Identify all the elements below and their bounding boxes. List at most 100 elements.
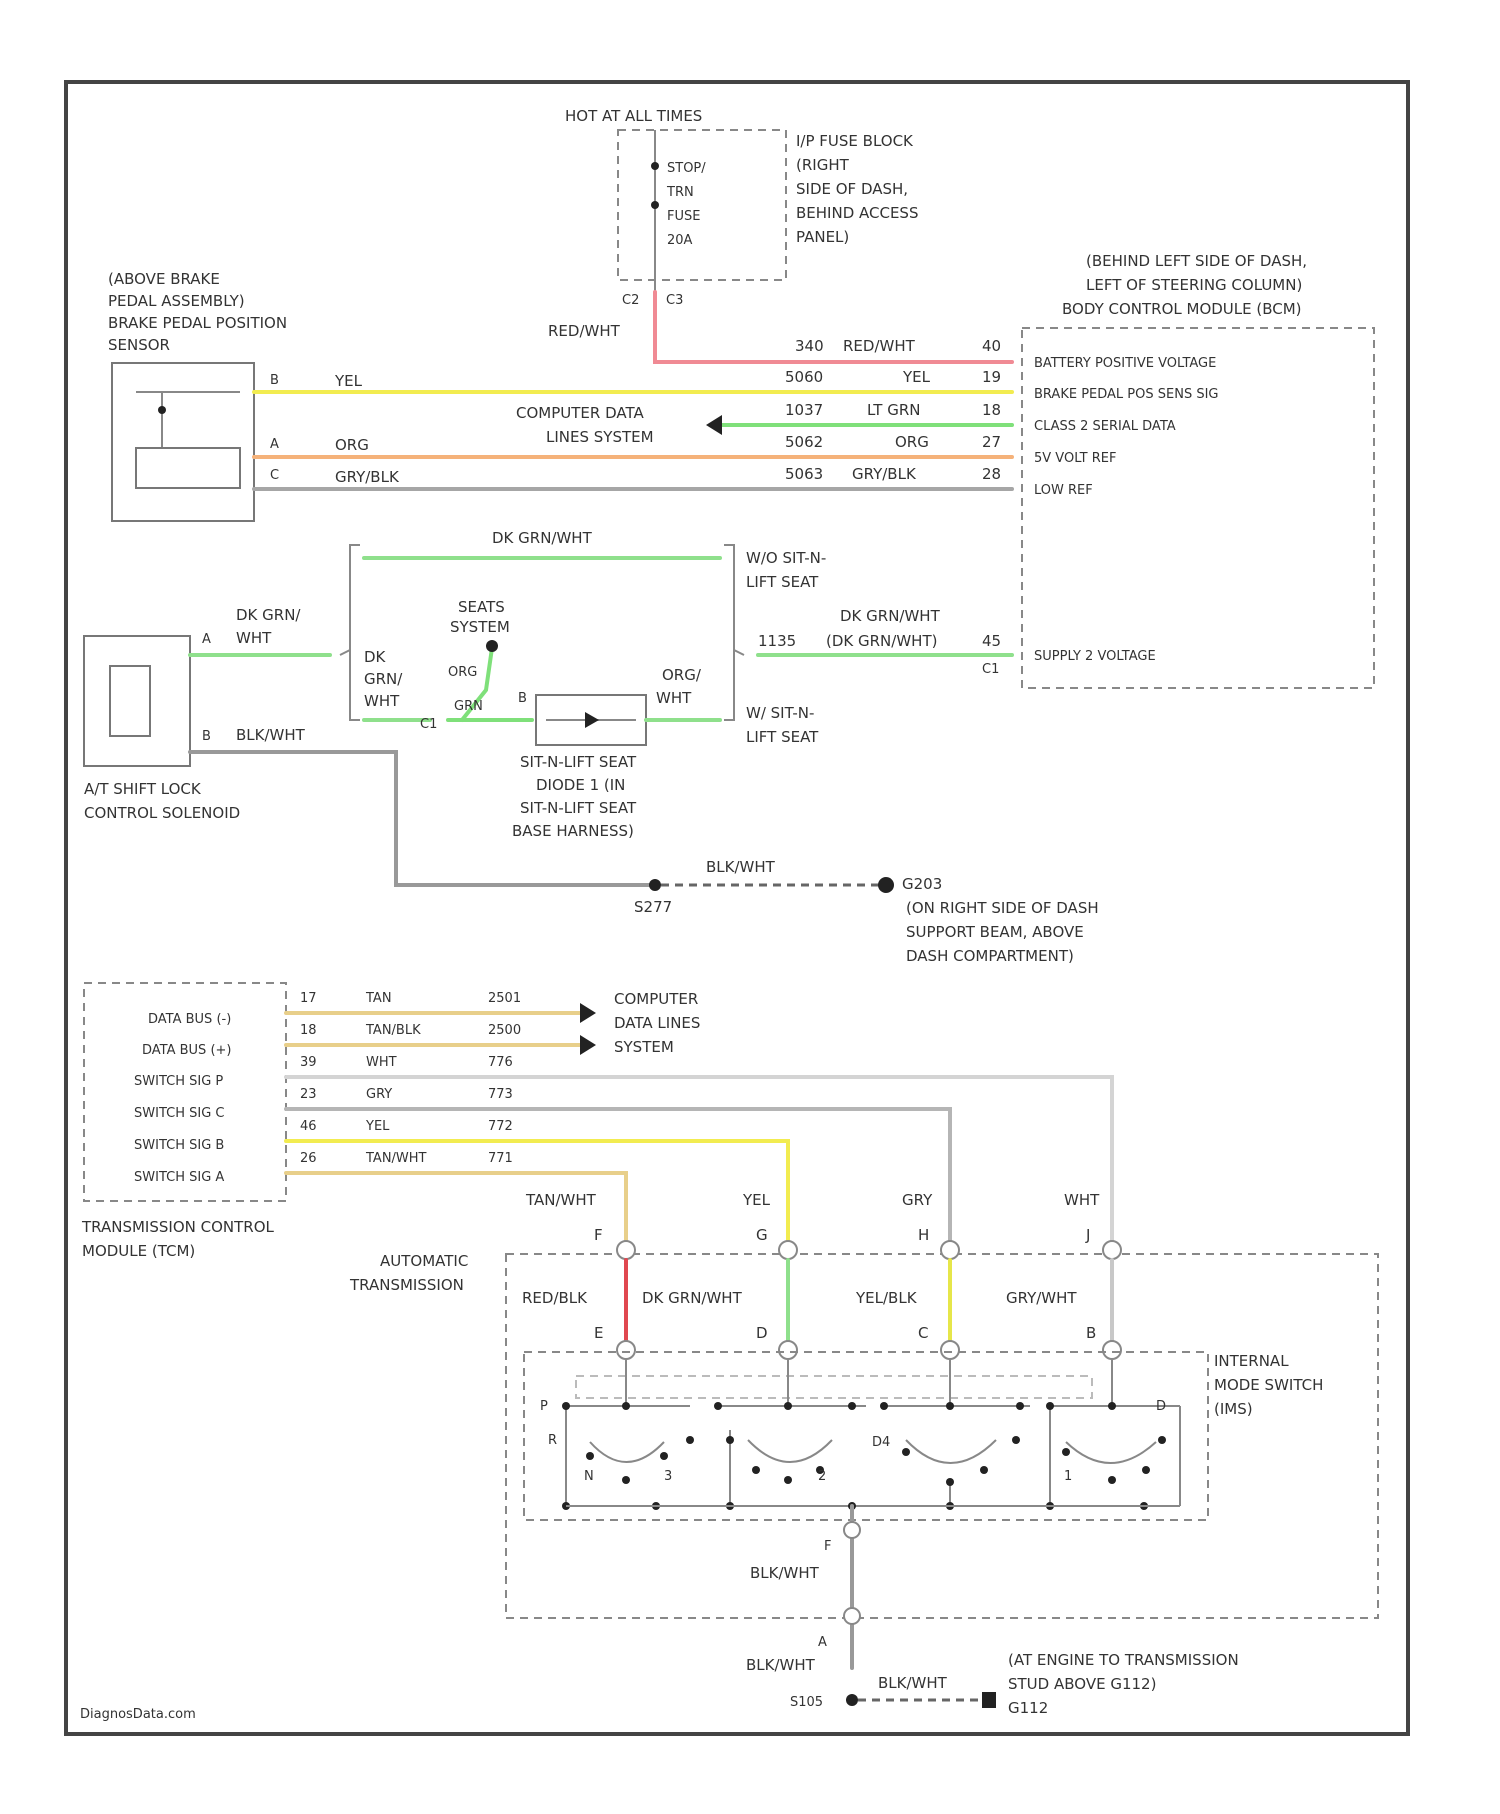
bcm-label-4: LOW REF xyxy=(1034,483,1093,498)
transmission-control-module: DATA BUS (-) DATA BUS (+) SWITCH SIG P S… xyxy=(81,983,286,1260)
trans-int-wire-0: RED/BLK xyxy=(522,1289,588,1307)
trans-int-wire-3: GRY/WHT xyxy=(1006,1289,1077,1307)
branch-c1: C1 xyxy=(420,717,437,732)
bcm-header-3: BODY CONTROL MODULE (BCM) xyxy=(1062,300,1302,318)
wire-label-org: ORG xyxy=(335,436,369,454)
bcm-wire-0: RED/WHT xyxy=(843,337,916,355)
bcm-header-2: LEFT OF STEERING COLUMN) xyxy=(1086,276,1302,294)
tcm-circuit-1: 2500 xyxy=(488,1023,521,1038)
tcm-pin-5: 26 xyxy=(300,1151,317,1166)
fuse-block-line-3: SIDE OF DASH, xyxy=(796,180,908,198)
ground1-wire: BLK/WHT xyxy=(706,858,776,876)
trans-top-pin-0: F xyxy=(594,1226,603,1244)
transmission-outline xyxy=(506,1254,1378,1618)
ims-contact-d: D xyxy=(1156,1399,1166,1414)
tcm-computer-3: SYSTEM xyxy=(614,1038,674,1056)
data-line-arrow-icon xyxy=(706,415,722,435)
ground2-splice: S105 xyxy=(790,1695,823,1710)
trans-top-wire-1: YEL xyxy=(742,1191,771,1209)
fuse-block-line-2: (RIGHT xyxy=(796,156,850,174)
bcm-circuit-2: 1037 xyxy=(785,401,823,419)
seats-system-2: SYSTEM xyxy=(450,618,510,636)
bcm-circuit-4: 5063 xyxy=(785,465,823,483)
bcm-circuit-3: 5062 xyxy=(785,433,823,451)
branch-top-wire-label: DK GRN/WHT xyxy=(492,529,593,547)
sensor-pin-b: B xyxy=(270,373,279,388)
ground1-desc-3: DASH COMPARTMENT) xyxy=(906,947,1074,965)
fuse-block: HOT AT ALL TIMES STOP/ TRN FUSE 20A I/P … xyxy=(548,107,918,340)
ims-contact-r: R xyxy=(548,1433,557,1448)
tcm-wire-3: GRY xyxy=(366,1087,392,1102)
sensor-body xyxy=(112,363,254,521)
seats-org-wire: ORG xyxy=(448,665,477,680)
fuse-line-4: 20A xyxy=(667,233,693,248)
trans-int-wire-1: DK GRN/WHT xyxy=(642,1289,743,1307)
internal-mode-switch: P R N D 3 2 1 D4 xyxy=(524,1352,1208,1520)
ims-contact-2: 2 xyxy=(818,1469,826,1484)
bcm-label-2: CLASS 2 SERIAL DATA xyxy=(1034,419,1176,434)
ground1-splice: S277 xyxy=(634,898,672,916)
trans-top-wire-2: GRY xyxy=(902,1191,933,1209)
wo-lift-2: LIFT SEAT xyxy=(746,573,819,591)
trans-top-pin-1: G xyxy=(756,1226,768,1244)
solenoid-wire-a-1: DK GRN/ xyxy=(236,606,301,624)
diode-right-wire-2: WHT xyxy=(656,689,692,707)
fuse-line-2: TRN xyxy=(666,185,694,200)
shift-lock-solenoid: A B DK GRN/ WHT BLK/WHT A/T SHIFT LOCK C… xyxy=(84,606,306,822)
ground2-desc-2: STUD ABOVE G112) xyxy=(1008,1675,1156,1693)
solenoid-wire-a-2: WHT xyxy=(236,629,272,647)
diode-label-2: DIODE 1 (IN xyxy=(536,776,625,794)
branch-left-1: DK xyxy=(364,648,387,666)
ground1-desc-1: (ON RIGHT SIDE OF DASH xyxy=(906,899,1099,917)
fuse-line-1: STOP/ xyxy=(667,161,706,176)
w-lift-1: W/ SIT-N- xyxy=(746,704,814,722)
ims-contact-p: P xyxy=(540,1399,548,1414)
ground-g112-icon xyxy=(982,1692,996,1708)
bcm-label-0: BATTERY POSITIVE VOLTAGE xyxy=(1034,356,1216,371)
connector-pins-top xyxy=(617,1241,1121,1259)
seats-system-1: SEATS xyxy=(458,598,505,616)
bcm-circuit-0: 340 xyxy=(795,337,824,355)
trans-int-pin-2: C xyxy=(918,1324,928,1342)
tcm-pin-2: 39 xyxy=(300,1055,317,1070)
sensor-title-4: SENSOR xyxy=(108,336,170,354)
ims-switch-cell-1 xyxy=(562,1360,694,1510)
tcm-circuit-3: 773 xyxy=(488,1087,513,1102)
fuse-block-line-4: BEHIND ACCESS xyxy=(796,204,918,222)
trans-label-2: TRANSMISSION xyxy=(349,1276,464,1294)
tcm-title-1: TRANSMISSION CONTROL xyxy=(81,1218,275,1236)
diode-label-4: BASE HARNESS) xyxy=(512,822,634,840)
bcm-pin-2: 18 xyxy=(982,401,1001,419)
tcm-circuit-0: 2501 xyxy=(488,991,521,1006)
fuse-dot-bottom xyxy=(651,201,659,209)
trans-top-pin-3: J xyxy=(1085,1226,1090,1244)
tcm-wire-4: YEL xyxy=(365,1119,390,1134)
tcm-row-3-label: SWITCH SIG C xyxy=(134,1106,224,1121)
wire-red-wht xyxy=(655,292,1012,362)
bcm-circuit-labels: 340 RED/WHT 40 5060 YEL 19 1037 LT GRN 1… xyxy=(785,337,1001,483)
branch-left-2: GRN/ xyxy=(364,670,403,688)
wire-label-gry-blk: GRY/BLK xyxy=(335,468,400,486)
watermark-text: DiagnosData.com xyxy=(80,1707,196,1722)
supply-wire-top: DK GRN/WHT xyxy=(840,607,941,625)
bcm-pin-4: 28 xyxy=(982,465,1001,483)
bcm-pin-3: 27 xyxy=(982,433,1001,451)
branch-brace-right xyxy=(724,545,744,720)
tcm-row-5-label: SWITCH SIG A xyxy=(134,1170,224,1185)
diode-label-1: SIT-N-LIFT SEAT xyxy=(520,753,637,771)
ims-switch-cell-3 xyxy=(880,1360,1030,1510)
bcm-wire-1: YEL xyxy=(902,368,931,386)
tcm-wire-2: WHT xyxy=(366,1055,397,1070)
wire-blk-wht-solenoid xyxy=(190,752,655,885)
solenoid-title-2: CONTROL SOLENOID xyxy=(84,804,240,822)
solenoid-body xyxy=(84,636,190,766)
body-control-module: (BEHIND LEFT SIDE OF DASH, LEFT OF STEER… xyxy=(1022,252,1374,688)
diode-symbol-icon xyxy=(585,712,599,728)
bcm-circuit-1: 5060 xyxy=(785,368,823,386)
splice-s105 xyxy=(846,1694,858,1706)
solenoid-wire-b: BLK/WHT xyxy=(236,726,306,744)
ims-switch-cell-2 xyxy=(714,1360,866,1510)
fuse-block-outline xyxy=(618,130,786,280)
seats-system-arrow-icon xyxy=(486,640,498,652)
